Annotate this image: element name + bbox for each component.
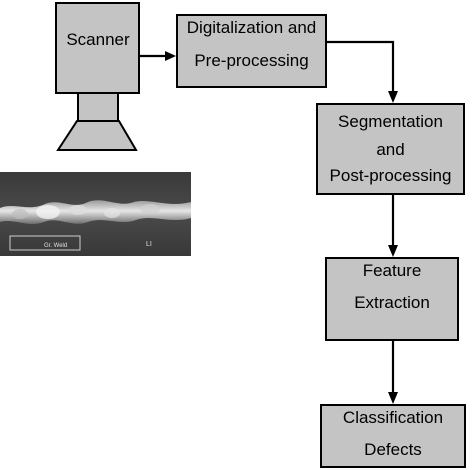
feature-label-line2: Extraction	[354, 293, 430, 312]
radiograph-caption-left: Gr. Weld	[44, 243, 67, 249]
feature-extraction-box	[325, 257, 459, 341]
digitalization-label-line1: Digitalization and	[186, 18, 317, 37]
segmentation-label-line3: Post-processing	[329, 166, 452, 185]
digitalization-label-line2: Pre-processing	[194, 51, 309, 70]
segmentation-box	[316, 103, 465, 195]
weld-radiograph-image: Gr. Weld LI	[0, 172, 191, 256]
scanner-label: Scanner	[66, 30, 130, 49]
scanner-body	[55, 2, 140, 94]
radiograph-caption-right: LI	[146, 241, 152, 248]
feature-label-line1: Feature	[362, 261, 422, 280]
classification-label-line2: Defects	[364, 440, 422, 459]
classification-label-line1: Classification	[342, 408, 444, 427]
digitalization-box	[176, 14, 327, 88]
arrow-digitalization-to-segmentation	[327, 40, 395, 92]
segmentation-label-line1: Segmentation	[338, 112, 443, 131]
segmentation-label-line2: and	[376, 140, 405, 159]
classification-box	[320, 404, 466, 468]
